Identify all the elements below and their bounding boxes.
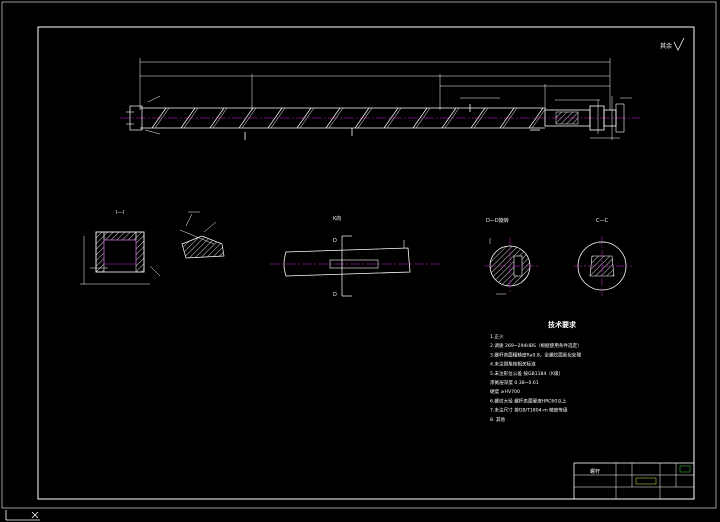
section-d-label: D—D旋转 [486, 217, 509, 224]
flight-stroke [415, 107, 431, 129]
screw-flights [151, 107, 547, 129]
flight-stroke [209, 107, 225, 129]
flight-stroke [357, 107, 373, 129]
flight-stroke [241, 107, 257, 129]
tech-req-line: 3.螺杆表面粗糙度Ra0.8，全螺纹面氮化处理 [490, 351, 582, 358]
tech-req-line: 2.调质 269~294HBS（根据使用条件选定） [490, 342, 582, 349]
flight-profile-detail [179, 211, 225, 259]
flight-stroke [386, 107, 402, 129]
flight-stroke [267, 107, 283, 129]
flight-stroke [299, 107, 315, 129]
flight-stroke [296, 107, 312, 129]
tech-req-lines: 1.正火 2.调质 269~294HBS（根据使用条件选定） 3.螺杆表面粗糙度Ra… [490, 334, 582, 423]
section-c-view: C—C [574, 218, 632, 296]
tech-req-line: 5.未注形位公差 按GB1184（K级） [490, 370, 563, 377]
flight-stroke [151, 107, 167, 129]
flight-stroke [499, 107, 515, 129]
flight-stroke [328, 107, 344, 129]
section-k-label: K向 [333, 215, 341, 222]
tech-req-title: 技术要求 [548, 320, 577, 329]
flight-stroke [238, 107, 254, 129]
tech-req-line: 4.未注倒角按相关标准 [490, 361, 536, 368]
section-i-label: I—I [116, 210, 124, 216]
flight-stroke [412, 107, 428, 129]
sheet-outer-border [1, 1, 717, 509]
tech-req-line: 硬度 ≥HV700 [490, 388, 520, 395]
flight-stroke [212, 107, 228, 129]
flight-stroke [444, 107, 460, 129]
tech-req-line: 6.螺纹大径 螺杆表面硬度HRC60以上 [490, 397, 567, 404]
screw-main-view [120, 58, 640, 140]
flight-stroke [180, 107, 196, 129]
title-part-name: 螺杆 [590, 468, 600, 475]
section-k-view: K向 D D [270, 215, 440, 298]
flight-stroke [473, 107, 489, 129]
flight-stroke [502, 107, 518, 129]
flight-stroke [154, 107, 170, 129]
flight-stroke [531, 107, 547, 129]
roughness-label: 其余 [660, 42, 672, 50]
section-i-view: I—I [80, 210, 161, 285]
sheet-inner-border [37, 26, 695, 500]
flight-stroke [325, 107, 341, 129]
ucs-icon [5, 510, 40, 521]
flight-stroke [183, 107, 199, 129]
cut-mark-top: D [333, 238, 337, 244]
flight-stroke [383, 107, 399, 129]
section-d-view: D—D旋转 [484, 217, 538, 295]
tech-req-line: 渗氮层深度 0.38~0.61 [490, 379, 539, 386]
cut-mark-bottom: D [333, 292, 337, 298]
tech-req-line: 7.未注尺寸 按GB/T1804-m 精度等级 [490, 407, 568, 414]
technical-requirements: 技术要求 1.正火 2.调质 269~294HBS（根据使用条件选定） 3.螺杆表面… [490, 320, 582, 423]
flight-stroke [354, 107, 370, 129]
title-block: 螺杆 [573, 462, 695, 500]
flight-stroke [270, 107, 286, 129]
tech-req-line: 1.正火 [490, 334, 504, 340]
flight-stroke [441, 107, 457, 129]
flight-stroke [470, 107, 486, 129]
tech-req-line: 8. 其他 [490, 416, 505, 423]
flight-stroke [528, 107, 544, 129]
section-c-label: C—C [596, 218, 608, 224]
roughness-symbol: 其余 [660, 37, 685, 51]
